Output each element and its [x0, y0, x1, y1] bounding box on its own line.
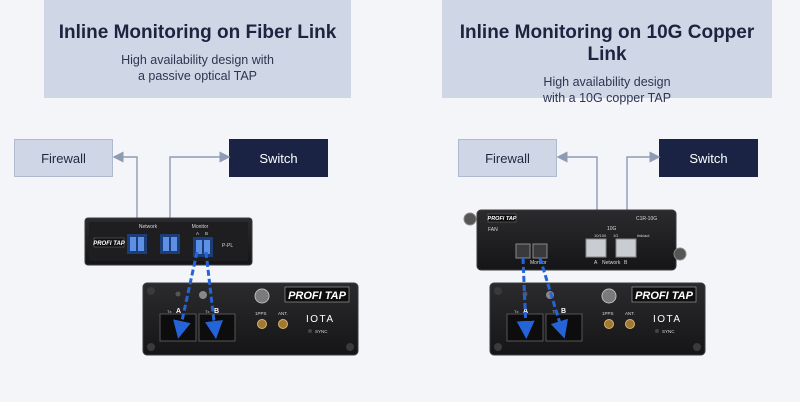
left-switch-link [169, 151, 231, 230]
fiber-subtitle-line1: High availability design with [121, 53, 274, 67]
iota-right-port-b: B [561, 308, 566, 315]
copper-tap-fan: FAN [488, 227, 498, 233]
left-firewall-label: Firewall [41, 150, 86, 166]
copper-tap-network: Network [602, 260, 621, 266]
left-firewall-box: Firewall [14, 139, 113, 177]
iota-right-tx-b: Tx [552, 309, 556, 314]
iota-left-brand: PROFI TAP [288, 290, 347, 302]
iota-right-logo: IOTA [653, 314, 682, 325]
iota-left-pps: 1PPS [255, 311, 267, 316]
copper-tap-port-a: A [594, 260, 598, 266]
copper-tap-port-b: B [624, 260, 628, 266]
iota-device-left: PROFI TAP A B Tx Tx 1PPS ANT. IOTA SYNC [142, 282, 359, 356]
copper-tap-speed-1g: 1G [613, 233, 618, 238]
fiber-subtitle-line2: a passive optical TAP [137, 69, 258, 83]
passive-optical-tap: Network Monitor A B PROFI TAP P-PL [84, 217, 253, 266]
right-firewall-label: Firewall [485, 150, 530, 166]
right-switch-label: Switch [689, 150, 728, 166]
tap-port-b-label: B [205, 231, 208, 236]
tap-model-label: P-PL [222, 243, 233, 249]
iota-left-tx-b: Tx [205, 309, 209, 314]
copper-subtitle-line1: High availability design [543, 75, 671, 89]
iota-right-tx-a: Tx [514, 309, 518, 314]
copper-tap-link: link/act [637, 233, 650, 238]
iota-right-ant: ANT. [625, 311, 635, 316]
tap-port-a-label: A [196, 231, 199, 236]
fiber-link-title-panel: Inline Monitoring on Fiber Link High ava… [44, 0, 351, 98]
right-firewall-box: Firewall [458, 139, 557, 177]
right-switch-link [626, 151, 661, 235]
iota-left-tx-a: Tx [167, 309, 171, 314]
tap-brand-label: PROFI TAP [93, 241, 126, 247]
copper-tap-brand: PROFI TAP [488, 216, 517, 222]
left-firewall-link [112, 151, 138, 230]
fiber-link-subtitle: High availability design with a passive … [44, 52, 351, 84]
left-switch-box: Switch [229, 139, 328, 177]
iota-left-port-a: A [176, 308, 181, 315]
iota-right-sync: SYNC [662, 329, 675, 334]
iota-left-sync: SYNC [315, 329, 328, 334]
copper-tap-model: C1R-10G [636, 216, 657, 222]
right-switch-box: Switch [659, 139, 758, 177]
right-firewall-link [556, 151, 598, 235]
iota-right-brand: PROFI TAP [635, 290, 694, 302]
iota-left-ant: ANT. [278, 311, 288, 316]
iota-right-port-a: A [523, 308, 528, 315]
fiber-link-title: Inline Monitoring on Fiber Link [58, 22, 337, 43]
iota-right-pps: 1PPS [602, 311, 614, 316]
iota-device-right: PROFI TAP A B Tx Tx 1PPS ANT. IOTA SYNC [489, 282, 706, 356]
iota-left-logo: IOTA [306, 314, 335, 325]
copper-subtitle-line2: with a 10G copper TAP [542, 91, 672, 105]
copper-tap-card: PROFI TAP FAN C1R-10G Monitor 10G 10/100… [463, 209, 687, 271]
tap-monitor-label: Monitor [192, 224, 209, 230]
copper-link-subtitle: High availability design with a 10G copp… [442, 74, 772, 106]
copper-tap-speed-100: 10/100 [594, 233, 607, 238]
copper-link-title-panel: Inline Monitoring on 10G Copper Link Hig… [442, 0, 772, 105]
tap-network-label: Network [139, 224, 158, 230]
iota-left-port-b: B [214, 308, 219, 315]
copper-tap-speed: 10G [607, 226, 617, 232]
right-monitor-cables [516, 257, 568, 339]
copper-tap-monitor: Monitor [530, 260, 547, 266]
left-monitor-fibers [173, 251, 223, 339]
copper-link-title: Inline Monitoring on 10G Copper Link [459, 22, 755, 65]
left-switch-label: Switch [259, 150, 298, 166]
